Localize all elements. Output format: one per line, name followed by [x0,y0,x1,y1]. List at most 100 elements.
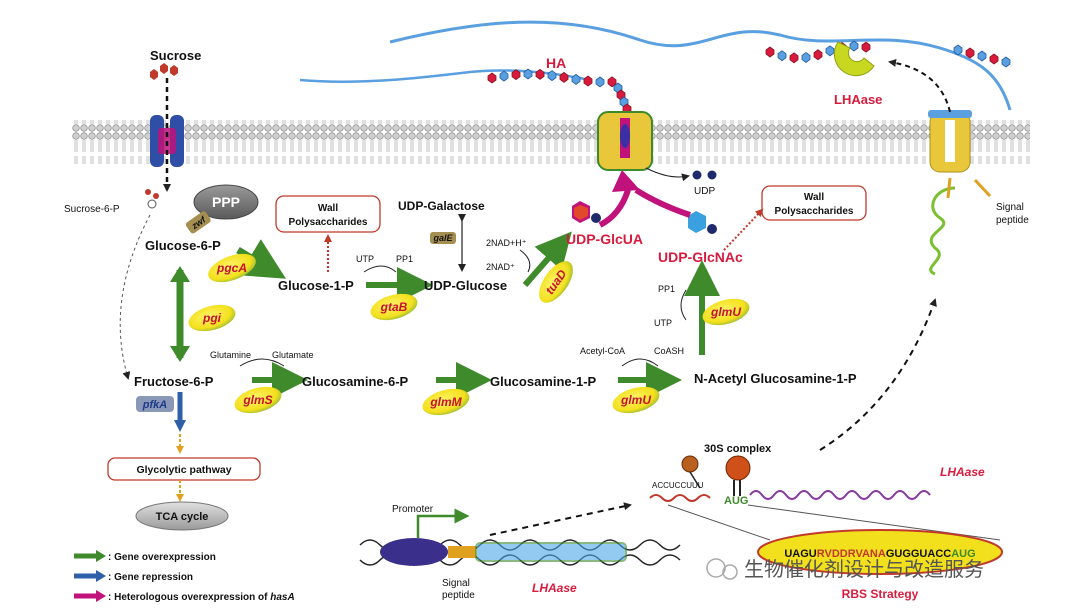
ha-bead [607,76,617,88]
sucrose-transporter: Sucrose [150,48,201,192]
ha-label: HA [546,55,566,71]
ha-bead [1001,56,1011,68]
ha-bead [511,69,521,81]
ha-polymer-chain [299,20,1012,122]
glucose1p-label: Glucose-1-P [278,278,354,293]
signal1-a: Signal [996,202,1024,213]
tca-label: TCA cycle [156,511,209,523]
pgi-gene: pgi [188,304,236,332]
glmU-vertical-arrow: PP1 UTP [654,260,720,355]
udpglcua-label: UDP-GlcUA [566,231,643,247]
ha-bead [499,70,509,82]
wall-polysaccharides-box-1: Wall Polysaccharides [275,195,381,272]
wall-label-2b: Polysaccharides [775,206,854,217]
ppp-label: PPP [212,194,240,210]
legend-arrowhead [96,590,106,602]
glmU2-label: glmU [620,393,651,407]
ha-bead [789,52,799,64]
legend: : Gene overexpression : Gene repression : … [74,550,295,603]
glucosamine1p-label: Glucosamine-1-P [490,374,597,389]
signal1-b: peptide [996,215,1029,226]
glmS-gene: glmS [234,386,282,414]
glmS-label: glmS [242,393,272,407]
aug-label: AUG [724,495,748,507]
pp1a-label: PP1 [396,254,413,264]
hasA-synthase-arrows [598,170,691,228]
legend-arrowhead [96,550,106,562]
watermark: 生物催化剂设计与改造服务 [706,558,984,581]
udpglucose-label: UDP-Glucose [424,278,507,293]
pgi-arrow [170,266,190,362]
signal-peptide-protein: Signal peptide [929,177,1029,276]
legend-arrowhead [96,570,106,582]
wall-label-1b: Polysaccharides [289,217,368,228]
udp-label: UDP [694,186,715,197]
legend-label: : Gene repression [108,572,193,583]
ha-bead [559,71,569,83]
ha-bead [595,76,605,88]
glucosamine6p-label: Glucosamine-6-P [302,374,409,389]
ha-bead [535,68,545,80]
rbs-mid: RVDDRVANA [817,548,886,560]
pfkA-label: pfkA [142,399,168,411]
ha-bead [825,45,835,57]
ha-bead [953,44,963,56]
glmU1-label: glmU [710,305,741,319]
ha-bead [583,75,593,87]
ha-bead [977,50,987,62]
lhaase-enzyme: LHAase [833,41,882,107]
pgcA-gene: pgcA [208,253,256,283]
tuaD-gene: tuaD [539,261,573,303]
translation-to-secretion-path [819,298,937,451]
ha-bead [861,41,871,53]
gtaB-gene: gtaB [370,293,418,321]
ha-bead [523,68,533,80]
plasmid-dna: Promoter Signal peptide LHAase [359,502,681,601]
ppp-node: PPP [193,184,259,220]
gtaB-arrow: UTP PP1 [356,254,433,303]
signal2-a: Signal [442,578,470,589]
rbs-strategy-label: RBS Strategy [842,587,919,601]
glmM-label: glmM [429,395,462,409]
ribosome-30s: 30S complex ACCUCCUUU AUG LHAase [649,443,985,507]
sucrose6p-label: Sucrose-6-P [64,204,120,215]
signal2-b: peptide [442,590,475,601]
glmU-gene-1: glmU [702,298,750,326]
ha-bead [989,53,999,65]
ha-bead [813,49,823,61]
galE-gene: galE [430,232,456,244]
acetylcoa-label: Acetyl-CoA [580,346,625,356]
sucrose-label: Sucrose [150,48,201,63]
legend-label-em: hasA [270,592,294,603]
nadh-label: 2NAD+H⁺ [486,238,527,248]
galE-label: galE [432,233,453,243]
rbs-sequence: UAGURVDDRVANAGUGGUACCAUG [784,548,975,560]
rbs-end: AUG [951,548,975,560]
ha-bead [849,40,859,52]
wall-polysaccharides-box-2: Wall Polysaccharides [723,185,867,251]
udpgalactose-label: UDP-Galactose [398,199,485,213]
udpglcnac-label: UDP-GlcNAc [658,249,743,265]
glutamate-label: Glutamate [272,350,314,360]
legend-label: : Gene overexpression [108,552,216,563]
gtaB-label: gtaB [380,300,408,314]
udpglcua-molecule [572,201,601,223]
ha-bead [547,70,557,82]
nad-label: 2NAD⁺ [486,262,515,272]
udpglcnac-molecule [688,211,717,234]
coash-label: CoASH [654,346,684,356]
glmM-gene: glmM [422,388,470,416]
wall-label-1a: Wall [318,203,338,214]
lhaase-mrna-label: LHAase [940,465,985,479]
legend-label: : Heterologous overexpression of hasA [108,592,295,603]
utp2-label: UTP [654,318,672,328]
rbs-strategy: UAGURVDDRVANAGUGGUACCAUG RBS Strategy [667,504,1003,601]
lhaase-dna-label: LHAase [532,581,577,595]
rbs-post: GUGGUACC [886,548,951,560]
pp1b-label: PP1 [658,284,675,294]
glucose6p-label: Glucose-6-P [145,238,221,253]
glycolytic-label: Glycolytic pathway [136,464,231,476]
hasA-synthase-protein [597,111,653,171]
